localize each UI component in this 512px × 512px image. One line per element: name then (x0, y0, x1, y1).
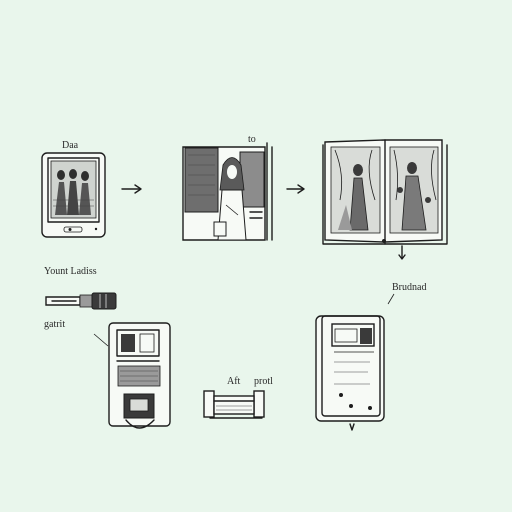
protl-label: protl (254, 376, 273, 387)
open-book-icon (322, 139, 448, 260)
gatrit-label: gatrit (44, 319, 65, 330)
book-caption: to (248, 134, 256, 145)
tablet-device-icon (315, 315, 385, 431)
leader-line (93, 333, 109, 347)
clip-icon (203, 390, 265, 419)
leader-line (387, 293, 395, 305)
arrow-right-icon (286, 184, 305, 194)
arrow-right-icon (121, 184, 142, 194)
ereader-icon (41, 152, 106, 238)
aft-label: Aft (227, 376, 241, 387)
budnad-label: Brudnad (392, 282, 426, 293)
open-case-book-icon (182, 142, 273, 241)
cassette-device-icon (108, 322, 171, 429)
young-ladies-label: Yount Ladiss (44, 266, 97, 277)
stylus-icon (45, 292, 117, 310)
ereader-caption: Daa (62, 140, 79, 151)
